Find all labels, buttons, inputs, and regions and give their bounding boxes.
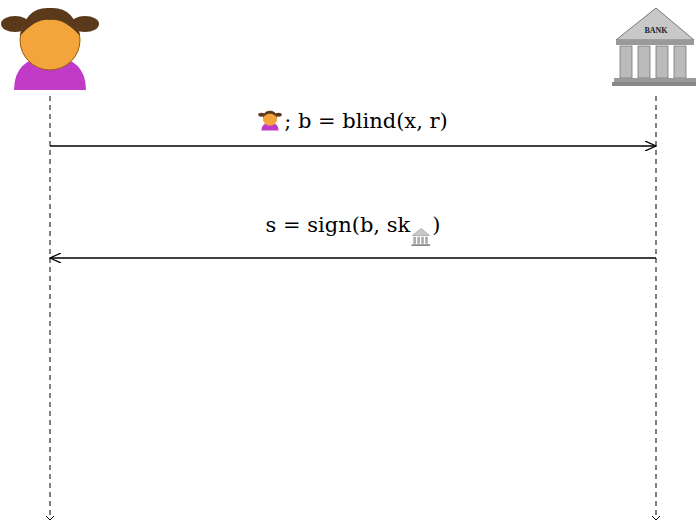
bank-icon [612,8,696,86]
girl-icon [1,8,99,90]
message-label: s = sign(b, sk [266,212,411,238]
girl-icon-small [258,108,282,132]
bank-icon-small [411,228,431,246]
message-label: ) [432,212,440,238]
message-arrow [50,257,656,258]
message-label: ; b = blind(x, r) [284,108,448,134]
message-arrow [50,145,656,146]
lifeline [656,96,657,520]
lifeline [50,96,51,520]
bank-name: BANK [644,26,667,35]
